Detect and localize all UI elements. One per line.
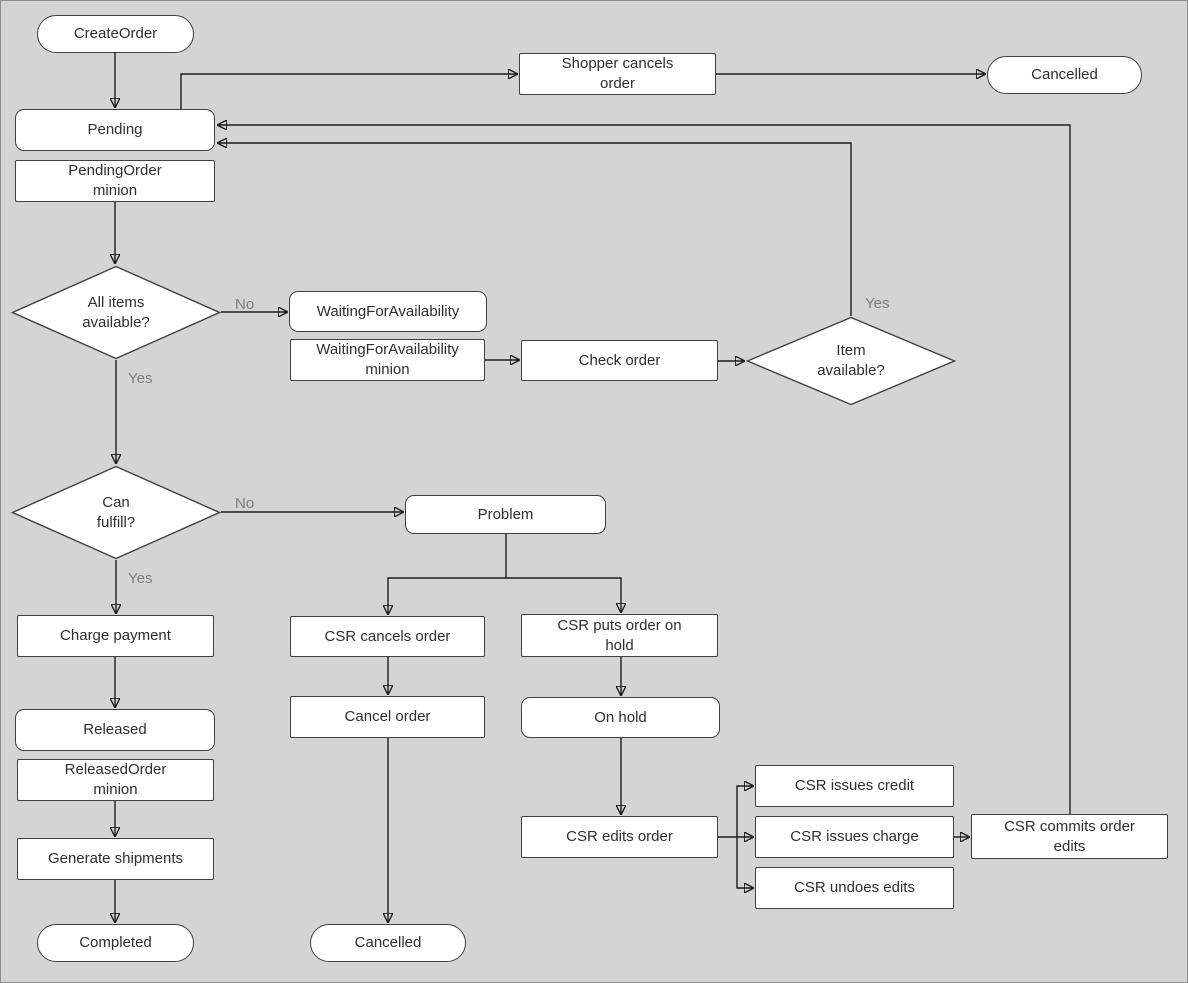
node-csr-edits-order: CSR edits order — [521, 816, 718, 858]
node-csr-puts-order-on-hold: CSR puts order on hold — [521, 614, 718, 657]
node-on-hold: On hold — [521, 697, 720, 738]
edge-csr-edits-to-undoes-edits — [736, 837, 754, 888]
node-csr-undoes-edits: CSR undoes edits — [755, 867, 954, 909]
edge-label-can-fulfill-no: No — [235, 495, 255, 512]
node-shopper-cancels-order: Shopper cancels order — [519, 53, 716, 95]
decision-diamond-shape — [746, 316, 956, 406]
decision-diamond-shape — [11, 265, 221, 360]
node-completed: Completed — [37, 924, 194, 962]
node-cancelled-bottom: Cancelled — [310, 924, 466, 962]
node-cancelled-top: Cancelled — [987, 56, 1142, 94]
node-charge-payment: Charge payment — [17, 615, 214, 657]
node-csr-commits-order-edits: CSR commits order edits — [971, 814, 1168, 859]
node-pending: Pending — [15, 109, 215, 151]
node-csr-issues-charge: CSR issues charge — [755, 816, 954, 858]
node-check-order: Check order — [521, 340, 718, 381]
node-released: Released — [15, 709, 215, 751]
edge-label-can-fulfill-yes: Yes — [128, 570, 153, 587]
node-csr-issues-credit: CSR issues credit — [755, 765, 954, 807]
node-cancel-order: Cancel order — [290, 696, 485, 738]
node-waiting-for-availability-minion: WaitingForAvailability minion — [290, 339, 485, 381]
node-waiting-for-availability: WaitingForAvailability — [289, 291, 487, 332]
node-all-items-available: All items available? — [11, 265, 221, 360]
edge-label-all-items-yes: Yes — [128, 370, 153, 387]
node-item-available: Item available? — [746, 316, 956, 406]
edge-problem-to-csr-cancels — [388, 577, 506, 615]
decision-diamond-shape — [11, 465, 221, 560]
node-generate-shipments: Generate shipments — [17, 838, 214, 880]
node-pending-order-minion: PendingOrder minion — [15, 160, 215, 202]
edge-csr-edits-to-issues-credit — [736, 786, 754, 837]
node-csr-cancels-order: CSR cancels order — [290, 616, 485, 657]
edge-pending-to-shopper-cancels — [180, 74, 518, 109]
edge-label-all-items-no: No — [235, 296, 255, 313]
edge-label-item-available-yes: Yes — [865, 295, 890, 312]
node-released-order-minion: ReleasedOrder minion — [17, 759, 214, 801]
edge-problem-to-csr-hold — [506, 577, 621, 613]
node-can-fulfill: Can fulfill? — [11, 465, 221, 560]
node-create-order: CreateOrder — [37, 15, 194, 53]
node-problem: Problem — [405, 495, 606, 534]
